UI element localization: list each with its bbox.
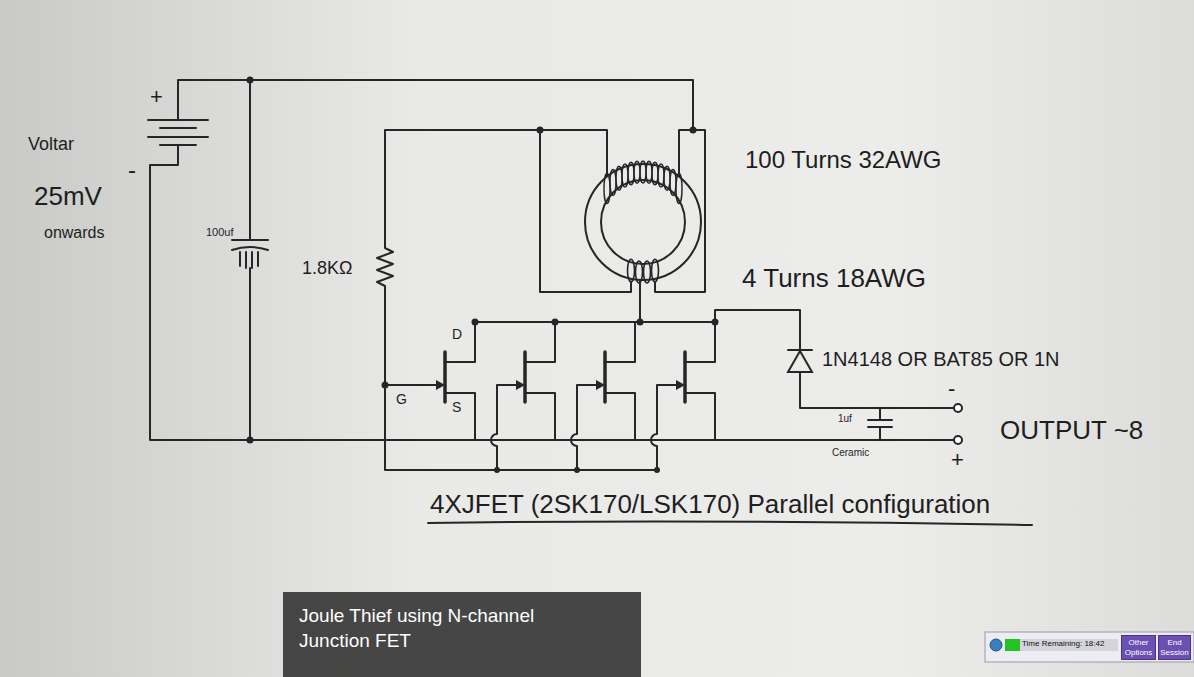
session-button-text: End Session [1160, 638, 1189, 657]
part-name: 4XJFET (2SK170/LSK170) Parallel configur… [430, 490, 990, 520]
primary-winding [604, 161, 682, 204]
pin-name: S [452, 399, 461, 415]
timer-icon [990, 639, 1002, 651]
jfet-symbol [571, 322, 635, 470]
battery-symbol [148, 120, 208, 145]
toroid-core [601, 180, 685, 264]
primary-lead [679, 130, 693, 176]
winding-spec: 4 Turns 18AWG [742, 264, 926, 294]
drain-rail [475, 321, 715, 323]
junction-dots [247, 77, 963, 474]
jfet-symbol [651, 322, 715, 470]
capacitor-symbol [232, 80, 268, 440]
primary-lead [540, 130, 607, 176]
caption-box-text: Joule Thief using N-channel Junction FET [299, 604, 569, 653]
timer-text: Time Remaining: 18:42 [1022, 637, 1116, 653]
output-label: OUTPUT ~8 [1000, 416, 1143, 446]
caption-box: Joule Thief using N-channel Junction FET [283, 592, 641, 677]
part-name: 1N4148 OR BAT85 OR 1N [822, 348, 1060, 371]
option-button: Other Options [1121, 635, 1156, 660]
resistor-symbol [377, 130, 657, 470]
polarity-mark: - [948, 376, 955, 401]
toroid-core [585, 164, 701, 280]
component-value: 1uf [838, 413, 852, 425]
winding-spec: 100 Turns 32AWG [745, 146, 942, 174]
note-text: Voltar [28, 134, 74, 155]
secondary-winding [628, 259, 659, 283]
component-value: 1.8KΩ [302, 258, 352, 279]
pin-name: D [452, 326, 462, 342]
title-underline [428, 521, 1032, 525]
timer-text-text: Time Remaining: 18:42 [1022, 637, 1116, 651]
wires [148, 80, 1032, 525]
drain-lead [639, 281, 641, 322]
timer-bar [1005, 639, 1020, 651]
voltage-value: 25mV [34, 182, 102, 212]
polarity-mark: - [128, 156, 136, 184]
session-button: End Session [1158, 635, 1191, 660]
component-value: 100uf [206, 226, 234, 239]
timer-panel [985, 632, 1194, 662]
component-value: Ceramic [832, 447, 869, 459]
polarity-mark: + [150, 84, 163, 109]
jfet-symbol [385, 322, 475, 440]
pin-name: G [396, 391, 407, 407]
output-capacitor [868, 408, 892, 440]
note-text: onwards [44, 224, 104, 242]
polarity-mark: + [951, 447, 964, 472]
jfet-symbol [491, 322, 555, 470]
option-button-text: Other Options [1123, 638, 1154, 657]
